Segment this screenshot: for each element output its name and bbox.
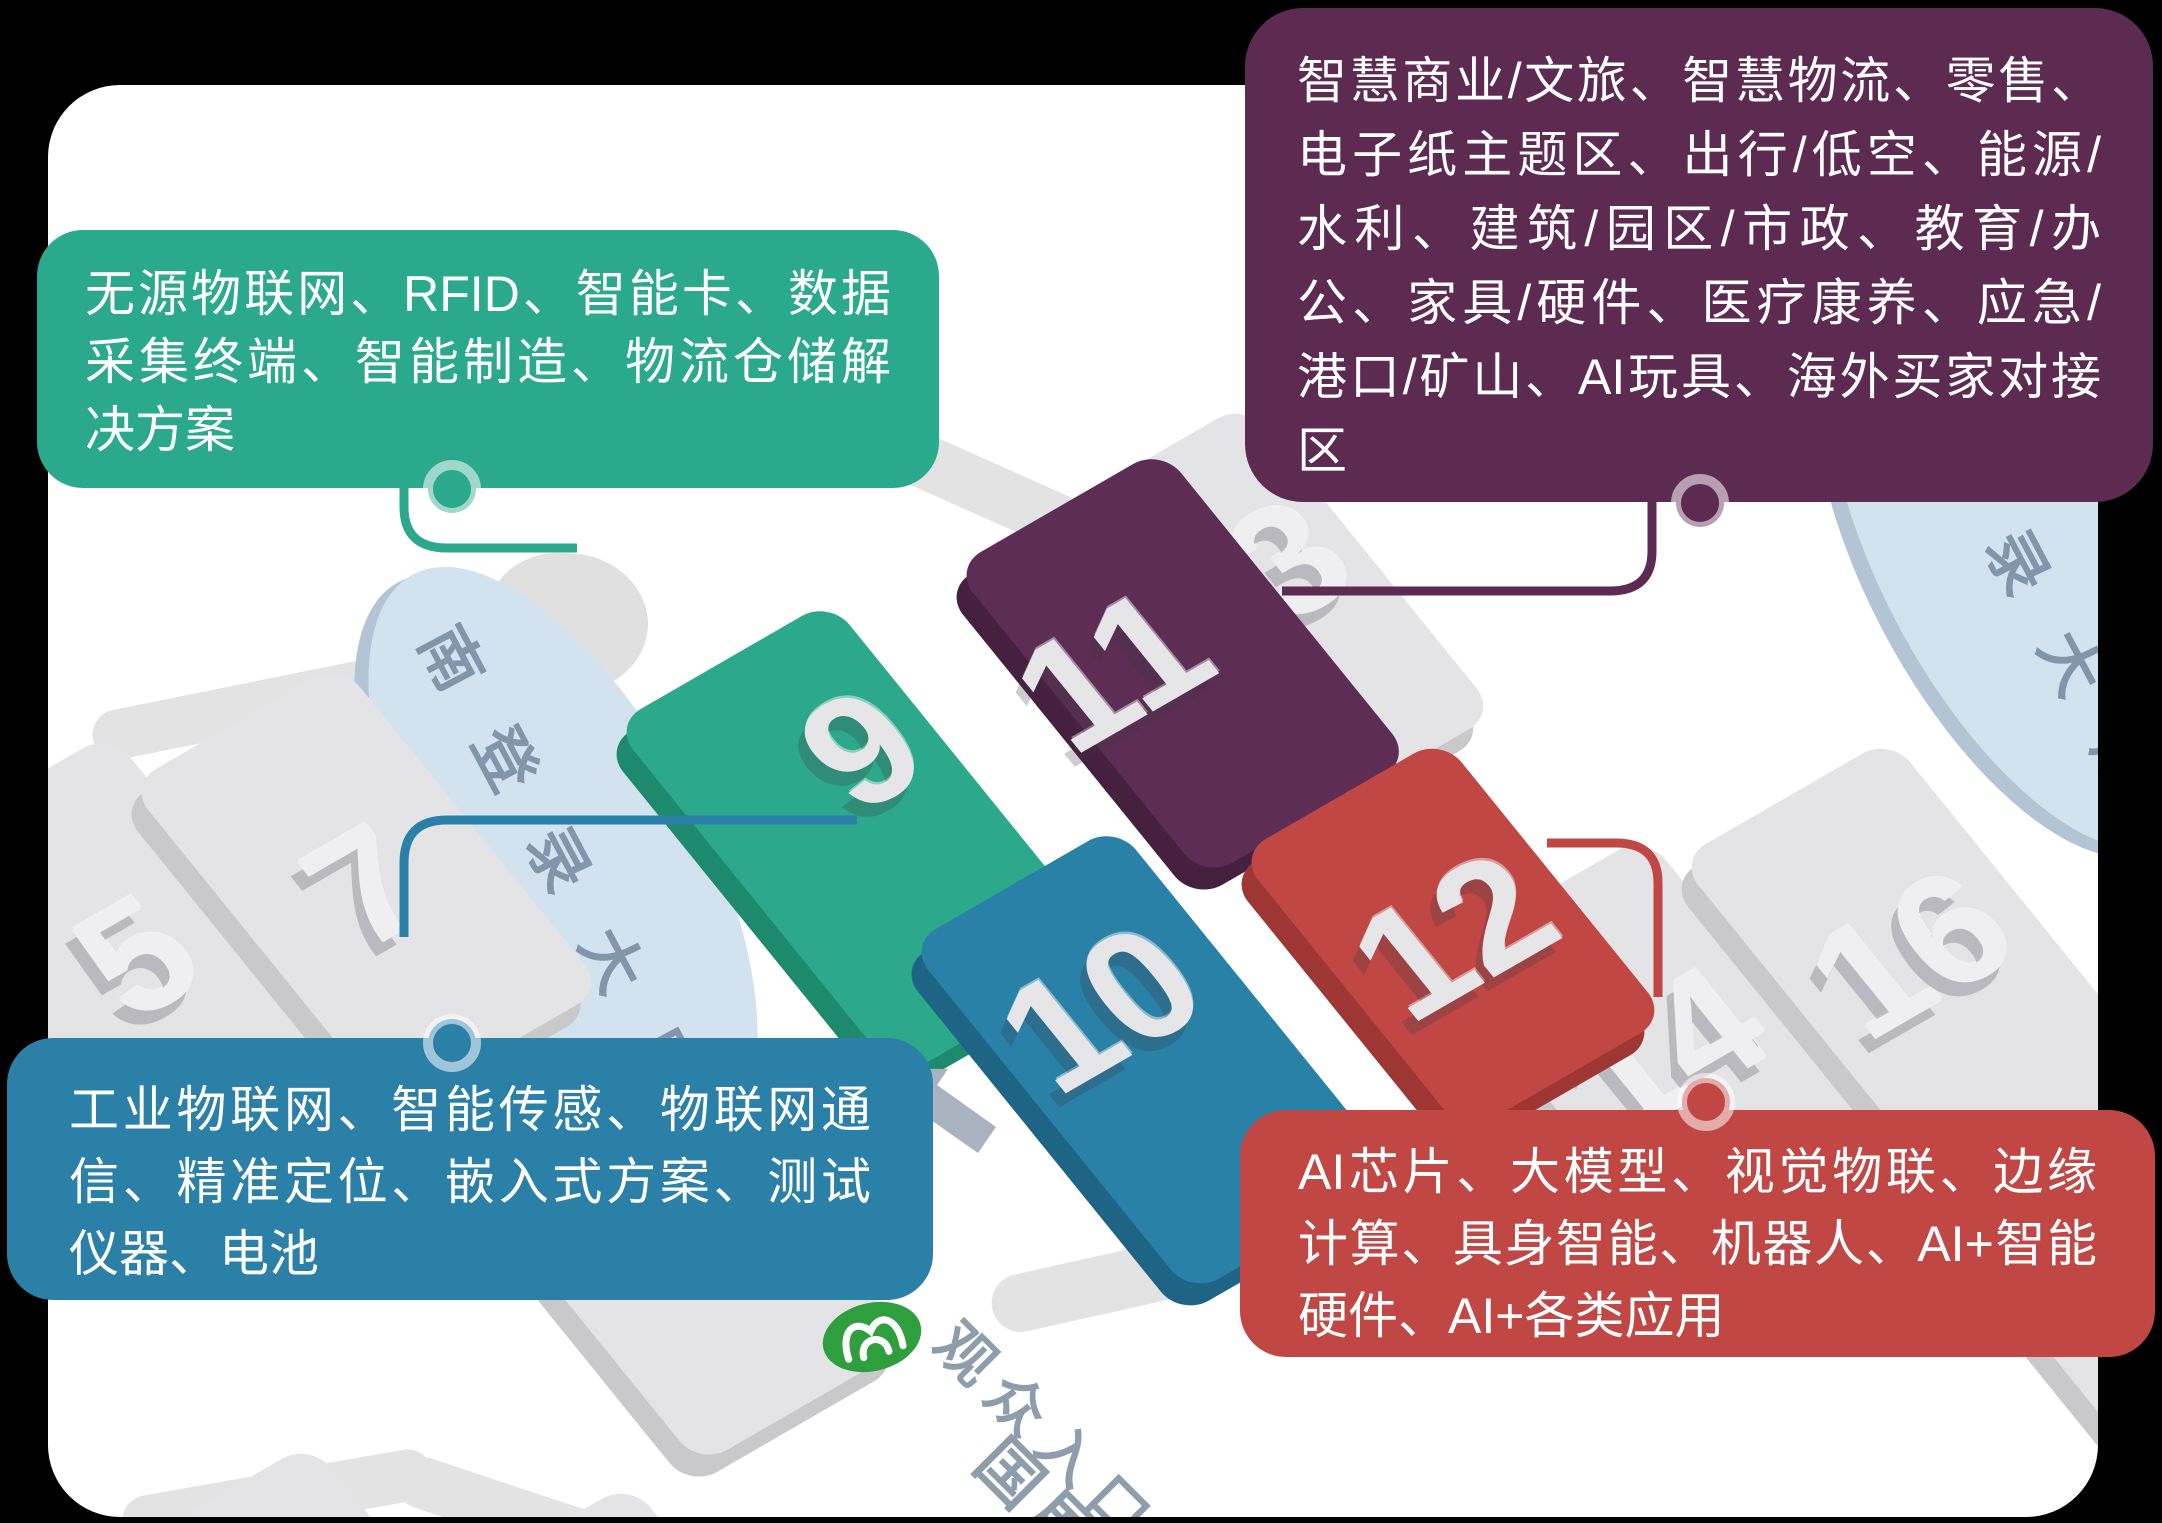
callout-hall-12: AI芯片、大模型、视觉物联、边缘 计算、具身智能、机器人、AI+智能 硬件、AI… — [1240, 1110, 2155, 1357]
callout-hall-12-line: 计算、具身智能、机器人、AI+智能 — [1298, 1216, 2097, 1272]
hall-11-number: 11 — [978, 554, 1245, 785]
callout-hall-9-line: 采集终端、智能制造、物流仓储解 — [85, 334, 891, 390]
callout-hall-9: 无源物联网、RFID、智能卡、数据 采集终端、智能制造、物流仓储解 决方案 — [37, 230, 939, 488]
callout-hall-11-line: 智慧商业/文旅、智慧物流、零售、 — [1297, 53, 2101, 109]
callout-hall-10: 工业物联网、智能传感、物联网通 信、精准定位、嵌入式方案、测试 仪器、电池 — [7, 1038, 933, 1300]
callout-hall-11-line: 电子纸主题区、出行/低空、能源/ — [1297, 127, 2101, 183]
callout-hall-10-line: 信、精准定位、嵌入式方案、测试 — [69, 1154, 871, 1210]
callout-hall-12-line: 硬件、AI+各类应用 — [1298, 1288, 1725, 1344]
callout-hall-11-line: 区 — [1297, 423, 1347, 479]
hall-16-number: 16 — [1772, 836, 2047, 1072]
hall-9-number: 9 — [763, 654, 959, 844]
callout-hall-10-line: 仪器、电池 — [69, 1226, 319, 1282]
callout-hall-12-line: AI芯片、大模型、视觉物联、边缘 — [1298, 1144, 2097, 1200]
callout-hall-10-line: 工业物联网、智能传感、物联网通 — [69, 1082, 871, 1138]
callout-hall-11-line: 公、家具/硬件、医疗康养、应急/ — [1297, 275, 2101, 331]
callout-hall-11-line: 水利、建筑/园区/市政、教育/办 — [1297, 201, 2101, 257]
callout-hall-9-line: 决方案 — [85, 402, 235, 458]
callout-hall-9-line: 无源物联网、RFID、智能卡、数据 — [85, 266, 891, 322]
callout-hall-11-line: 港口/矿山、AI玩具、海外买家对接 — [1297, 349, 2101, 405]
callout-hall-11: 智慧商业/文旅、智慧物流、零售、 电子纸主题区、出行/低空、能源/ 水利、建筑/… — [1245, 8, 2153, 502]
hall-7-number: 7 — [268, 792, 464, 981]
